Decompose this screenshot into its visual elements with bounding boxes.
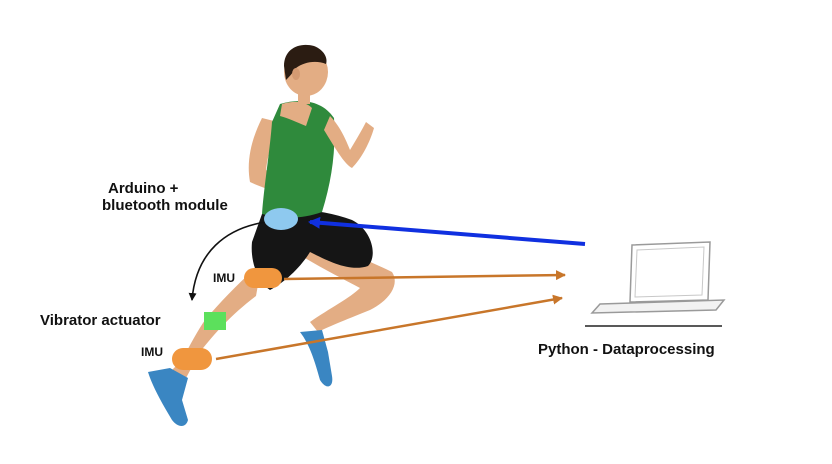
- imu-lower-label: IMU: [141, 345, 163, 359]
- arduino-label: Arduino + bluetooth module: [102, 180, 228, 215]
- vibrator-actuator-marker: [204, 312, 226, 330]
- vibrator-label: Vibrator actuator: [40, 312, 161, 329]
- imu-lower-data-arrow: [215, 294, 563, 361]
- laptop-icon: [590, 241, 726, 314]
- laptop-label: Python - Dataprocessing: [538, 341, 715, 358]
- control-arrow: [188, 221, 267, 301]
- arduino-label-line2: bluetooth module: [102, 197, 228, 215]
- arduino-module-marker: [264, 208, 298, 230]
- imu-upper-label: IMU: [213, 271, 235, 285]
- arduino-label-line1: Arduino +: [108, 180, 179, 197]
- imu-upper-data-arrow: [283, 270, 566, 281]
- imu-upper-sensor: [244, 268, 282, 288]
- imu-lower-sensor: [172, 348, 212, 370]
- bluetooth-arrow: [308, 216, 586, 246]
